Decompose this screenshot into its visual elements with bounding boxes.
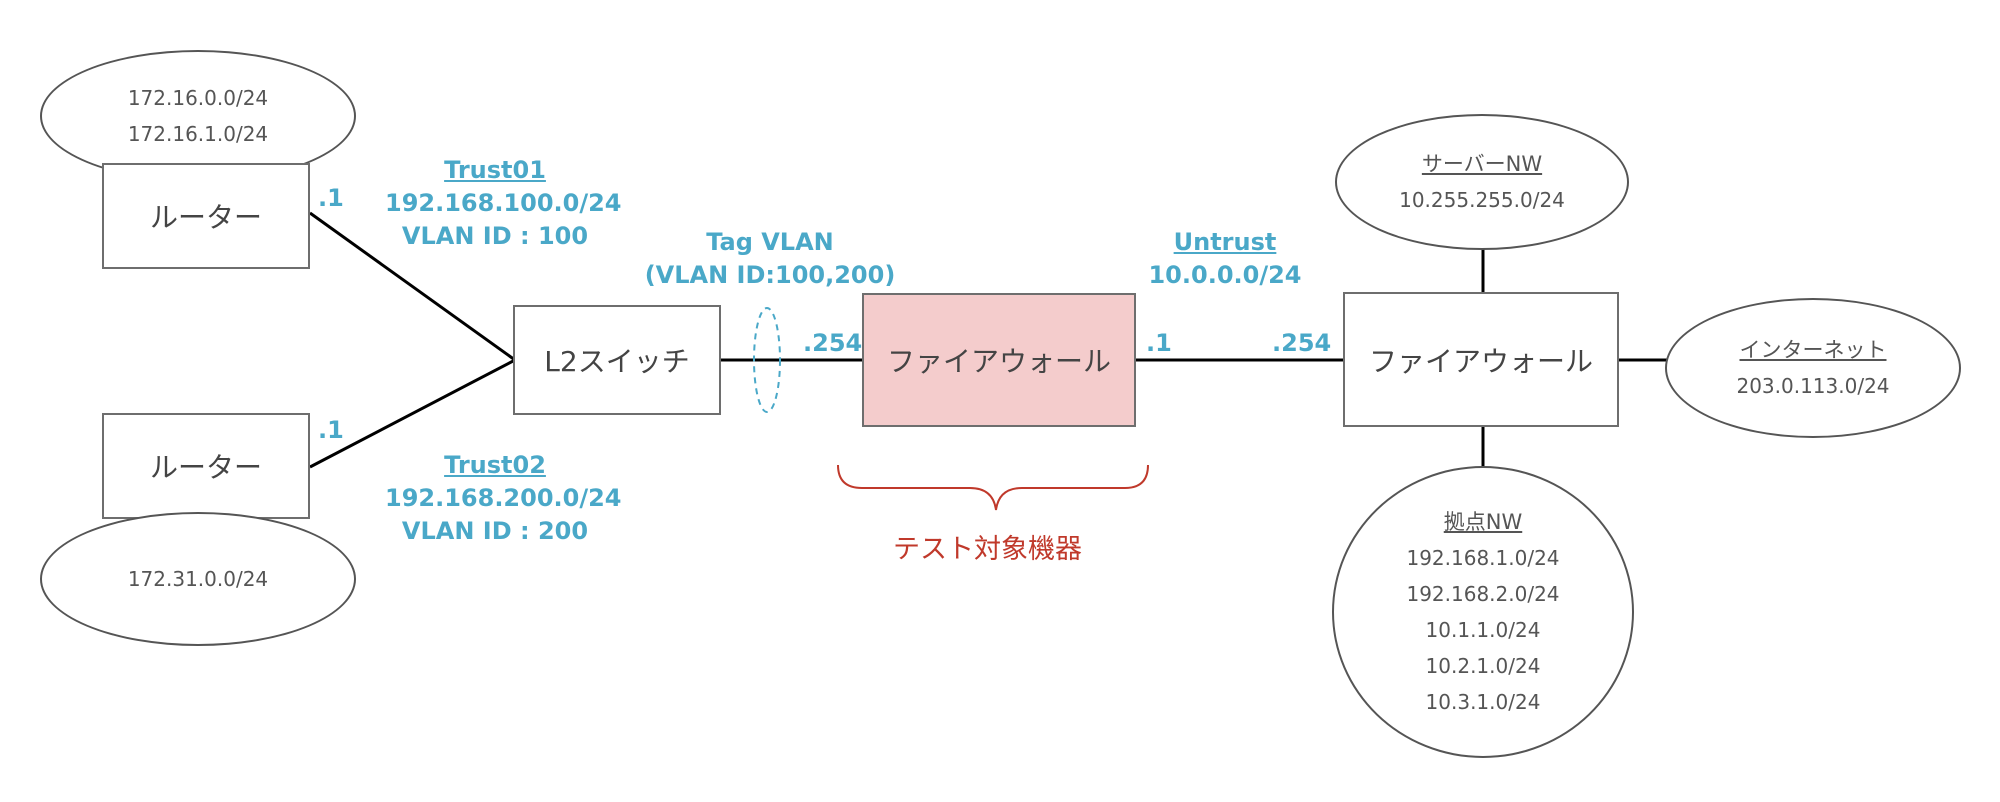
network-entry: 10.1.1.0/24 <box>1425 618 1541 642</box>
trust01-subnet: 192.168.100.0/24 <box>385 189 622 217</box>
network-server: サーバーNW 10.255.255.0/24 <box>1335 114 1629 250</box>
tag-vlan-label: Tag VLAN (VLAN ID:100,200) <box>640 226 900 292</box>
test-target-brace <box>837 464 1149 511</box>
router-bottom[interactable]: ルーター <box>102 413 310 519</box>
if-router-top: .1 <box>318 184 344 212</box>
l2-switch[interactable]: L2スイッチ <box>513 305 721 415</box>
link-router-top-l2 <box>309 211 516 362</box>
trust02-label: Trust02 192.168.200.0/24 VLAN ID : 200 <box>385 449 622 548</box>
trust02-vlan: VLAN ID : 200 <box>401 517 589 545</box>
trust01-label: Trust01 192.168.100.0/24 VLAN ID : 100 <box>385 154 622 253</box>
if-fw-target-left: .254 <box>803 329 863 357</box>
untrust-subnet: 10.0.0.0/24 <box>1148 261 1302 289</box>
network-internet: インターネット 203.0.113.0/24 <box>1665 298 1961 438</box>
network-entry: 10.3.1.0/24 <box>1425 690 1541 714</box>
if-fw-target-right: .1 <box>1146 329 1172 357</box>
network-entry: 10.255.255.0/24 <box>1399 188 1565 212</box>
trust01-name: Trust01 <box>444 156 546 184</box>
network-branch: 拠点NW 192.168.1.0/24 192.168.2.0/24 10.1.… <box>1332 466 1634 758</box>
test-target-label: テスト対象機器 <box>893 534 1082 565</box>
network-entry: 192.168.1.0/24 <box>1406 546 1560 570</box>
trust01-vlan: VLAN ID : 100 <box>401 222 589 250</box>
network-top-left: 172.16.0.0/24 172.16.1.0/24 <box>40 50 356 182</box>
tag-vlan-marker <box>753 307 781 413</box>
network-entry: 203.0.113.0/24 <box>1736 374 1890 398</box>
trust02-subnet: 192.168.200.0/24 <box>385 484 622 512</box>
network-title: サーバーNW <box>1421 152 1543 176</box>
tag-vlan-name: Tag VLAN <box>706 228 834 256</box>
network-entry: 172.31.0.0/24 <box>127 567 269 591</box>
network-title: 拠点NW <box>1443 510 1523 534</box>
network-entry: 192.168.2.0/24 <box>1406 582 1560 606</box>
network-title: インターネット <box>1739 338 1887 362</box>
network-entry: 10.2.1.0/24 <box>1425 654 1541 678</box>
if-fw-right-left: .254 <box>1272 329 1332 357</box>
router-top[interactable]: ルーター <box>102 163 310 269</box>
link-router-bottom-l2 <box>309 358 516 469</box>
trust02-name: Trust02 <box>444 451 546 479</box>
network-entry: 172.16.0.0/24 <box>127 86 269 110</box>
untrust-label: Untrust 10.0.0.0/24 <box>1125 226 1325 292</box>
if-router-bottom: .1 <box>318 416 344 444</box>
untrust-name: Untrust <box>1173 228 1277 256</box>
tag-vlan-detail: (VLAN ID:100,200) <box>644 261 896 289</box>
network-entry: 172.16.1.0/24 <box>127 122 269 146</box>
firewall-right[interactable]: ファイアウォール <box>1343 292 1619 427</box>
network-bottom-left: 172.31.0.0/24 <box>40 512 356 646</box>
firewall-test-target[interactable]: ファイアウォール <box>862 293 1136 427</box>
